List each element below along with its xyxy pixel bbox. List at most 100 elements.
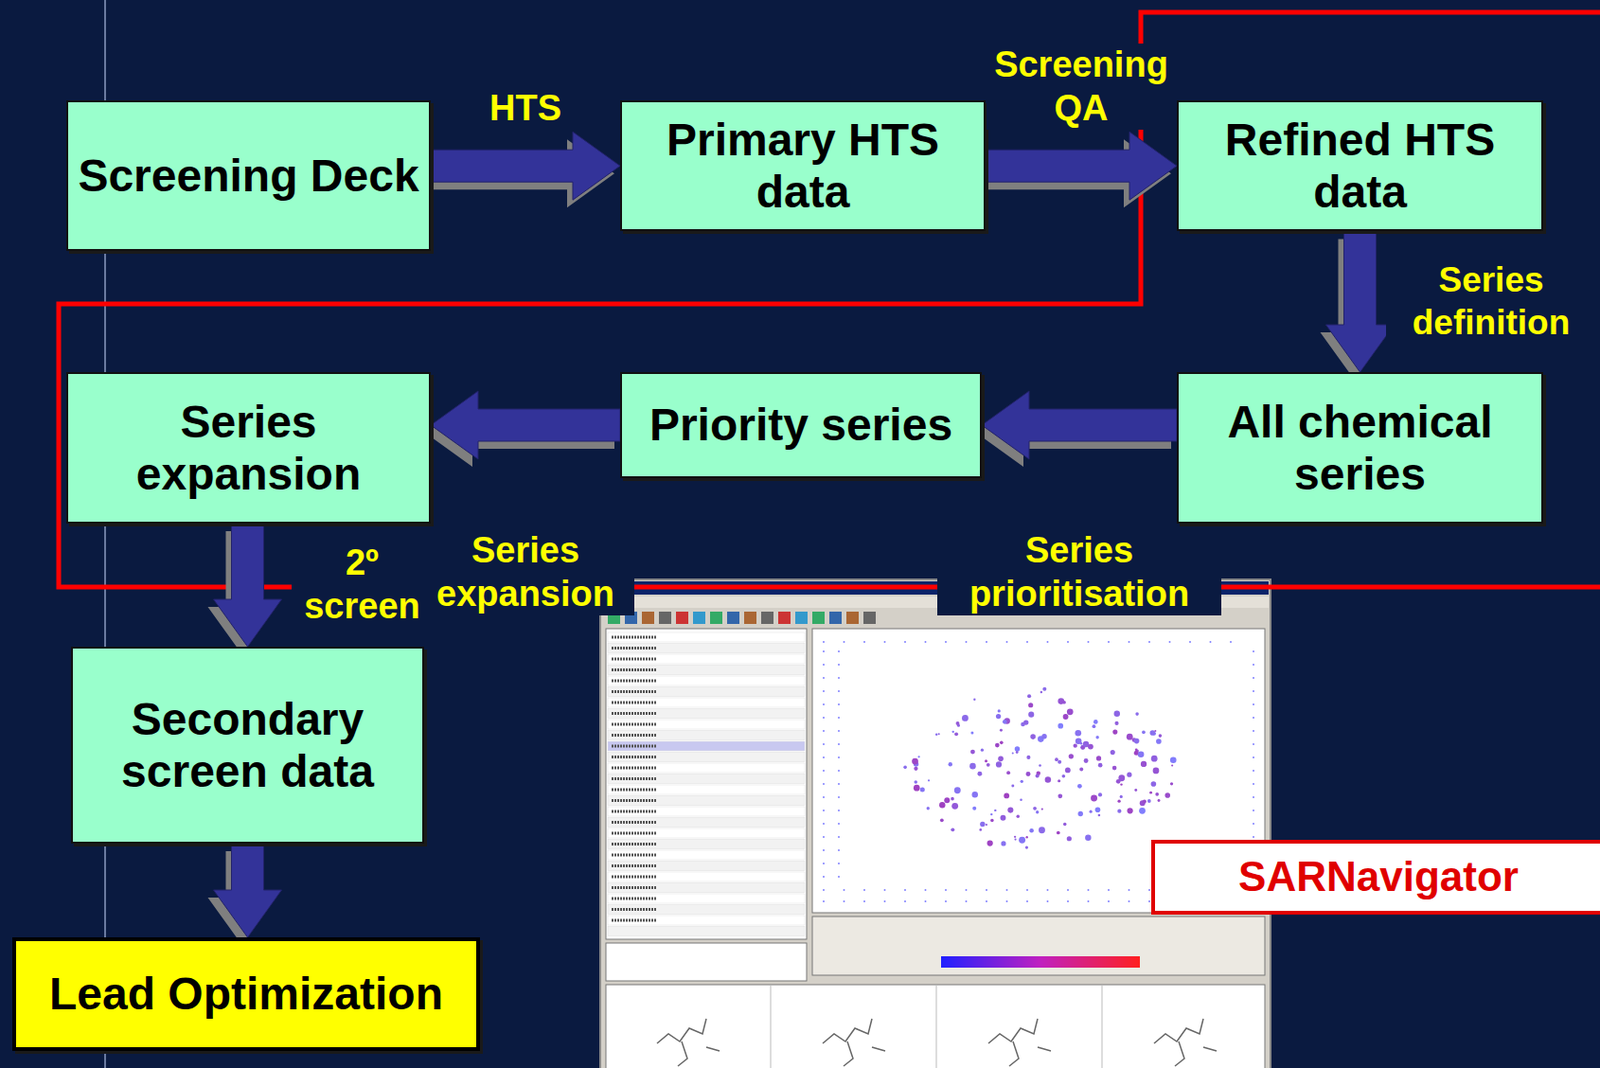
plot-point xyxy=(1063,822,1067,827)
table-cell-mark xyxy=(611,733,658,737)
plot-point xyxy=(837,716,840,719)
plot-point xyxy=(822,650,825,653)
toolbar-icon xyxy=(761,611,774,624)
plot-point xyxy=(837,769,840,772)
plot-point xyxy=(1079,766,1084,771)
plot-point xyxy=(837,650,840,653)
plot-point xyxy=(1189,640,1192,643)
plot-point xyxy=(1087,640,1090,643)
plot-point xyxy=(884,900,887,903)
plot-point xyxy=(822,809,825,812)
edge-label: Screening QA xyxy=(986,43,1176,130)
plot-point xyxy=(972,791,978,798)
block-arrow xyxy=(213,843,283,938)
plot-point xyxy=(1057,760,1062,765)
plot-point xyxy=(1107,888,1110,891)
plot-point xyxy=(904,640,907,643)
edge-label: Series prioritisation xyxy=(937,529,1222,616)
plot-point xyxy=(1032,806,1037,811)
plot-point xyxy=(1077,783,1083,789)
plot-point xyxy=(1025,846,1029,850)
plot-point xyxy=(1066,888,1069,891)
table-row xyxy=(607,817,805,828)
plot-point xyxy=(1252,822,1255,825)
plot-point xyxy=(822,703,825,706)
plot-point xyxy=(904,900,907,903)
plot-point xyxy=(1153,767,1160,775)
plot-point xyxy=(822,900,825,903)
process-box: Series expansion xyxy=(66,372,431,524)
table-cell-mark xyxy=(611,810,658,814)
molecule-sketch xyxy=(1154,1018,1217,1067)
plot-point xyxy=(1087,888,1090,891)
toolbar-icon xyxy=(641,611,655,624)
plot-point xyxy=(822,663,825,666)
plot-point xyxy=(1169,640,1172,643)
plot-point xyxy=(1013,835,1016,838)
node-text: All chemical series xyxy=(1188,395,1532,500)
block-arrow xyxy=(985,131,1177,200)
plot-point xyxy=(1127,807,1134,814)
plot-point xyxy=(984,759,988,763)
plot-point xyxy=(954,731,959,736)
plot-point xyxy=(1151,755,1158,763)
plot-point xyxy=(1066,835,1072,841)
plot-point xyxy=(1126,733,1134,741)
table-row xyxy=(607,926,805,937)
plot-point xyxy=(1098,814,1102,818)
table-row xyxy=(607,763,805,773)
plot-point xyxy=(1006,888,1009,891)
plot-point xyxy=(1164,792,1171,799)
plot-point xyxy=(985,888,988,891)
plot-point xyxy=(1006,640,1009,643)
table-cell-mark xyxy=(611,636,658,640)
plot-point xyxy=(1252,796,1255,799)
plot-point xyxy=(939,801,945,808)
table-row xyxy=(607,871,805,882)
goal-box: Lead Optimization xyxy=(12,937,480,1051)
plot-point xyxy=(863,900,866,903)
plot-point xyxy=(924,900,927,903)
table-row xyxy=(607,697,805,708)
plot-point xyxy=(1151,781,1157,787)
plot-point xyxy=(1138,807,1146,815)
plot-point xyxy=(1150,729,1156,736)
plot-point xyxy=(1011,784,1014,788)
plot-point xyxy=(1003,793,1010,800)
table-row xyxy=(607,861,805,872)
plot-point xyxy=(884,640,887,643)
table-row xyxy=(607,665,805,676)
plot-point xyxy=(1096,755,1102,761)
plot-point xyxy=(1209,640,1212,643)
plot-point xyxy=(1035,773,1040,778)
plot-point xyxy=(1114,711,1120,717)
plot-point xyxy=(837,862,840,865)
table-cell-mark xyxy=(611,832,658,836)
molecule-sketch xyxy=(657,1018,720,1067)
plot-point xyxy=(1057,723,1064,729)
plot-point xyxy=(1155,792,1159,797)
node-text: SARNavigator xyxy=(1238,853,1519,902)
window-frame xyxy=(600,579,1271,1068)
plot-point xyxy=(995,713,1001,719)
table-row xyxy=(607,806,805,817)
plot-point xyxy=(822,849,825,852)
color-bar xyxy=(941,956,1140,968)
plot-point xyxy=(1107,640,1110,643)
table-cell-mark xyxy=(611,907,658,911)
table-row xyxy=(607,632,805,642)
thumbnail-divider xyxy=(1102,984,1103,1068)
plot-point xyxy=(997,709,1001,712)
table-cell-mark xyxy=(611,690,658,694)
plot-point xyxy=(1093,719,1099,725)
plot-point xyxy=(1110,749,1116,755)
plot-point xyxy=(1148,640,1151,643)
plot-point xyxy=(944,640,947,643)
plot-point xyxy=(1252,663,1255,666)
plot-point xyxy=(1118,774,1125,782)
table-row xyxy=(607,905,805,915)
plot-point xyxy=(1080,745,1085,750)
plot-point xyxy=(1084,835,1091,841)
